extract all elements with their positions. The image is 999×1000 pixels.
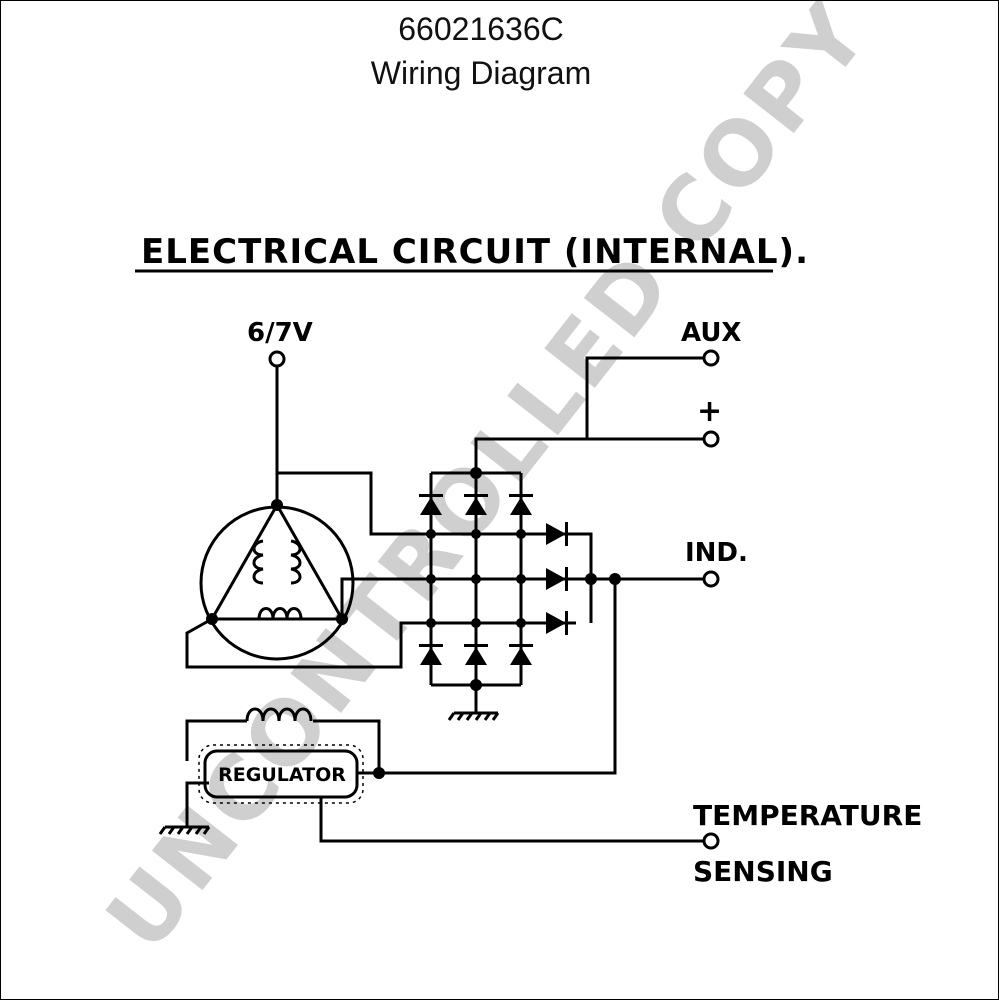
label-ind: IND. bbox=[685, 538, 748, 568]
regulator-label: REGULATOR bbox=[218, 764, 346, 786]
document-subtitle: Wiring Diagram bbox=[370, 55, 592, 91]
field-coil bbox=[245, 707, 313, 722]
circuit-heading: ELECTRICAL CIRCUIT (INTERNAL). bbox=[141, 232, 809, 272]
terminal-aux bbox=[702, 349, 720, 367]
label-67v: 6/7V bbox=[247, 318, 313, 348]
label-sensing: SENSING bbox=[693, 855, 833, 888]
part-number: 66021636C bbox=[398, 11, 564, 47]
label-plus: + bbox=[697, 394, 722, 429]
stator-circle bbox=[199, 505, 355, 661]
rectifier-ground-icon bbox=[447, 711, 500, 722]
terminals bbox=[268, 349, 720, 850]
junction-dots bbox=[206, 467, 621, 779]
terminal-plus bbox=[702, 430, 720, 448]
terminal-ind bbox=[702, 570, 720, 588]
stator-coils bbox=[252, 539, 303, 620]
label-temperature: TEMPERATURE bbox=[693, 799, 922, 832]
regulator-box bbox=[203, 749, 359, 799]
terminal-temperature bbox=[702, 832, 720, 850]
label-aux: AUX bbox=[681, 318, 741, 348]
terminal-67v bbox=[268, 350, 286, 368]
